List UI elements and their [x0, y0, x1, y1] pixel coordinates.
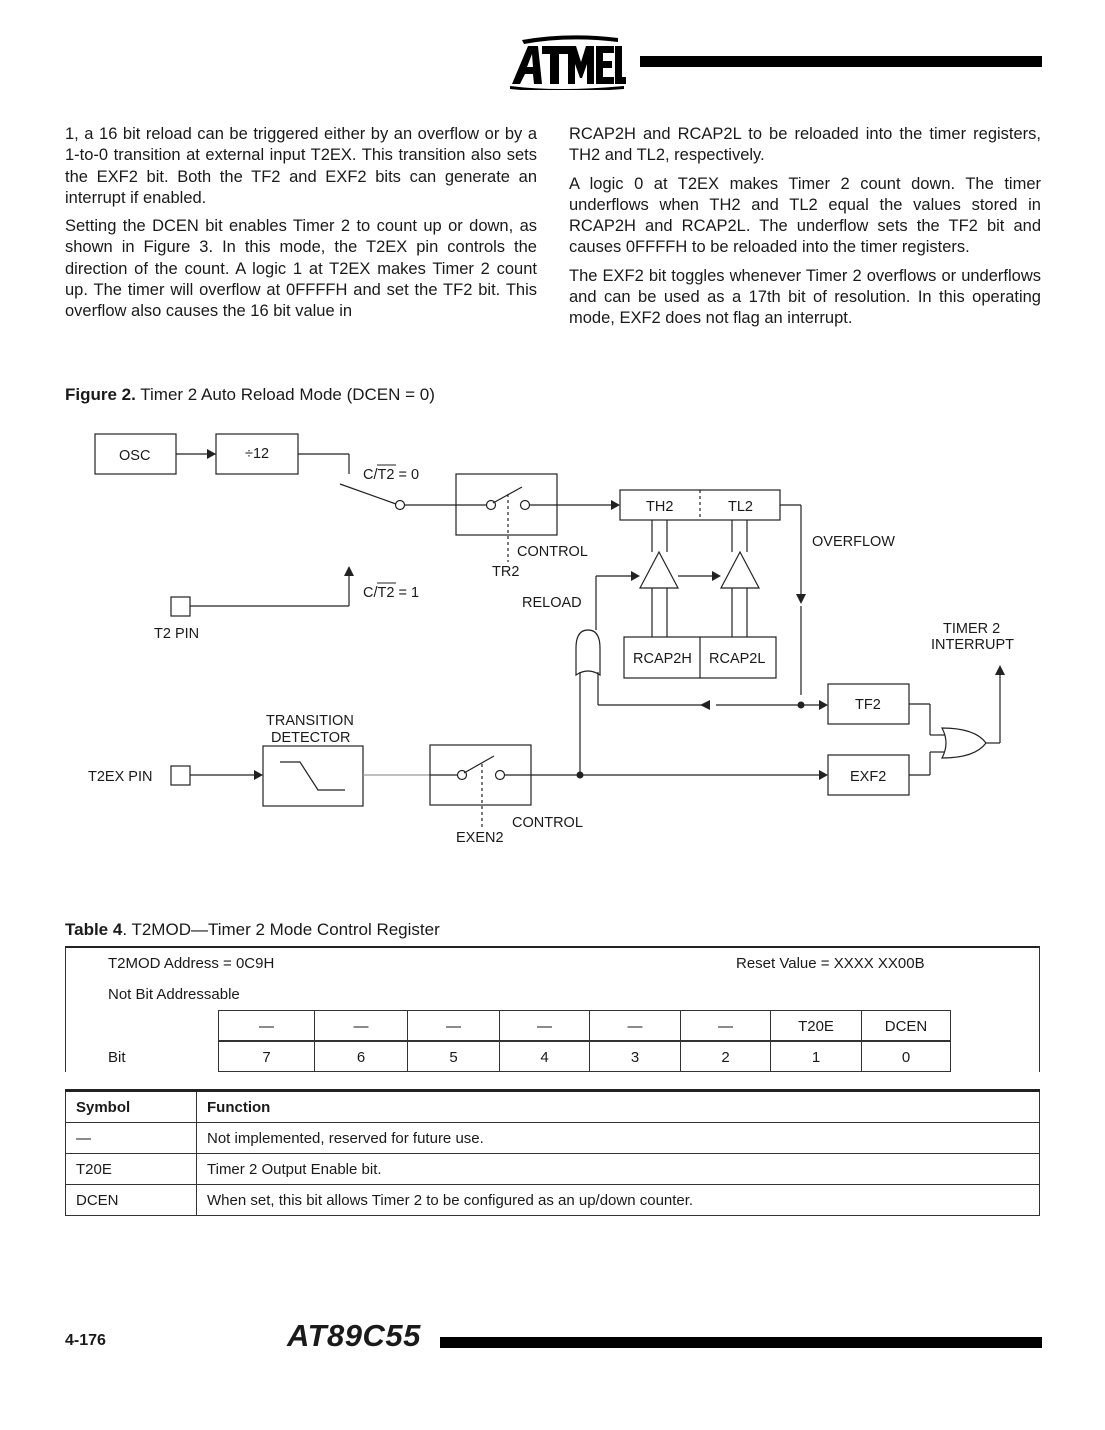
- bit-number-cell: 4: [499, 1041, 590, 1072]
- bit-number-cell: 6: [314, 1041, 408, 1072]
- body-column-right: RCAP2H and RCAP2L to be reloaded into th…: [569, 124, 1041, 337]
- bit-number-cell: 0: [861, 1041, 951, 1072]
- t2ex-pin-box: [170, 765, 191, 786]
- tr2-label: TR2: [492, 564, 519, 580]
- table-header-row: Symbol Function: [65, 1089, 1040, 1123]
- bit-number-cell: 1: [770, 1041, 862, 1072]
- exf2-label: EXF2: [850, 769, 886, 785]
- bit-name-cell: —: [218, 1010, 315, 1041]
- tl2-label: TL2: [728, 499, 753, 515]
- th2-label: TH2: [646, 499, 673, 515]
- bit-name-cell: —: [407, 1010, 500, 1041]
- bit-name-cell: —: [314, 1010, 408, 1041]
- table-row: DCEN When set, this bit allows Timer 2 t…: [65, 1184, 1040, 1216]
- function-cell: When set, this bit allows Timer 2 to be …: [196, 1184, 1040, 1216]
- ct2-0-label: C/T2 = 0: [363, 467, 419, 483]
- bit-name-cell: —: [499, 1010, 590, 1041]
- or-gate-reload: [575, 629, 601, 677]
- bit-number-row: 7 6 5 4 3 2 1 0: [218, 1041, 951, 1072]
- paragraph: Setting the DCEN bit enables Timer 2 to …: [65, 217, 537, 321]
- body-column-left: 1, a 16 bit reload can be triggered eith…: [65, 124, 537, 330]
- bit-number-cell: 5: [407, 1041, 500, 1072]
- or-gate-interrupt: [941, 727, 987, 759]
- function-cell: Not implemented, reserved for future use…: [196, 1122, 1040, 1154]
- timer2-diagram: OSC ÷12 C/T2 = 0 TH2 TL2 CONTROL TR2 OVE…: [88, 433, 1014, 846]
- paragraph: RCAP2H and RCAP2L to be reloaded into th…: [569, 125, 1041, 165]
- reload-label: RELOAD: [522, 595, 582, 611]
- osc-label: OSC: [119, 448, 150, 464]
- rcap2l-label: RCAP2L: [709, 651, 765, 667]
- bit-name-cell: —: [680, 1010, 771, 1041]
- bit-number-cell: 2: [680, 1041, 771, 1072]
- exen2-label: EXEN2: [456, 830, 504, 846]
- ct2-switch: [339, 483, 397, 505]
- page-number: 4-176: [65, 1332, 106, 1349]
- symbol-header: Symbol: [65, 1089, 197, 1123]
- transition-detector-box: [262, 745, 364, 807]
- symbol-cell: —: [65, 1122, 197, 1154]
- part-number: AT89C55: [287, 1318, 421, 1353]
- rcap2h-label: RCAP2H: [633, 651, 692, 667]
- register-table: T2MOD Address = 0C9H Reset Value = XXXX …: [65, 946, 1040, 1072]
- interrupt-label: INTERRUPT: [931, 637, 1014, 653]
- bit-number-cell: 7: [218, 1041, 315, 1072]
- tr2-control-label: CONTROL: [517, 544, 588, 560]
- t2-pin-box: [170, 596, 191, 617]
- symbol-cell: T20E: [65, 1153, 197, 1185]
- bit-name-row: — — — — — — T20E DCEN: [218, 1010, 951, 1041]
- detector-label: DETECTOR: [271, 730, 351, 746]
- figure-caption: Figure 2. Timer 2 Auto Reload Mode (DCEN…: [65, 385, 435, 405]
- paragraph: A logic 0 at T2EX makes Timer 2 count do…: [569, 174, 1041, 257]
- buffer-th2: [639, 550, 679, 589]
- timer2-label: TIMER 2: [943, 621, 1000, 637]
- register-bit-label: Bit: [108, 1049, 126, 1066]
- figure-caption-text: Timer 2 Auto Reload Mode (DCEN = 0): [135, 385, 435, 404]
- register-addressable: Not Bit Addressable: [108, 986, 240, 1003]
- table-caption-label: Table 4: [65, 920, 123, 939]
- bit-name-cell: DCEN: [861, 1010, 951, 1041]
- exen2-control-label: CONTROL: [512, 815, 583, 831]
- symbol-cell: DCEN: [65, 1184, 197, 1216]
- paragraph: 1, a 16 bit reload can be triggered eith…: [65, 125, 537, 207]
- bit-number-cell: 3: [589, 1041, 681, 1072]
- ct2-1-label: C/T2 = 1: [363, 585, 419, 601]
- header-rule: [640, 56, 1042, 67]
- register-reset-value: Reset Value = XXXX XX00B: [736, 955, 925, 972]
- buffer-tl2: [720, 550, 760, 589]
- paragraph: The EXF2 bit toggles whenever Timer 2 ov…: [569, 266, 1041, 328]
- table-caption: Table 4. T2MOD—Timer 2 Mode Control Regi…: [65, 920, 440, 940]
- t2ex-pin-label: T2EX PIN: [88, 769, 152, 785]
- register-address: T2MOD Address = 0C9H: [108, 955, 275, 972]
- tf2-label: TF2: [855, 697, 881, 713]
- bit-name-cell: T20E: [770, 1010, 862, 1041]
- figure-caption-label: Figure 2.: [65, 385, 136, 404]
- footer-rule: [440, 1337, 1042, 1348]
- table-row: — Not implemented, reserved for future u…: [65, 1122, 1040, 1154]
- function-cell: Timer 2 Output Enable bit.: [196, 1153, 1040, 1185]
- table-caption-text: . T2MOD—Timer 2 Mode Control Register: [122, 920, 440, 939]
- transition-label: TRANSITION: [266, 713, 354, 729]
- t2-pin-label: T2 PIN: [154, 626, 199, 642]
- bit-name-cell: —: [589, 1010, 681, 1041]
- function-header: Function: [196, 1089, 1040, 1123]
- atmel-logo-icon: [510, 35, 626, 90]
- symbol-table: Symbol Function — Not implemented, reser…: [65, 1089, 1040, 1216]
- divider-label: ÷12: [245, 446, 269, 462]
- overflow-label: OVERFLOW: [812, 534, 895, 550]
- table-row: T20E Timer 2 Output Enable bit.: [65, 1153, 1040, 1185]
